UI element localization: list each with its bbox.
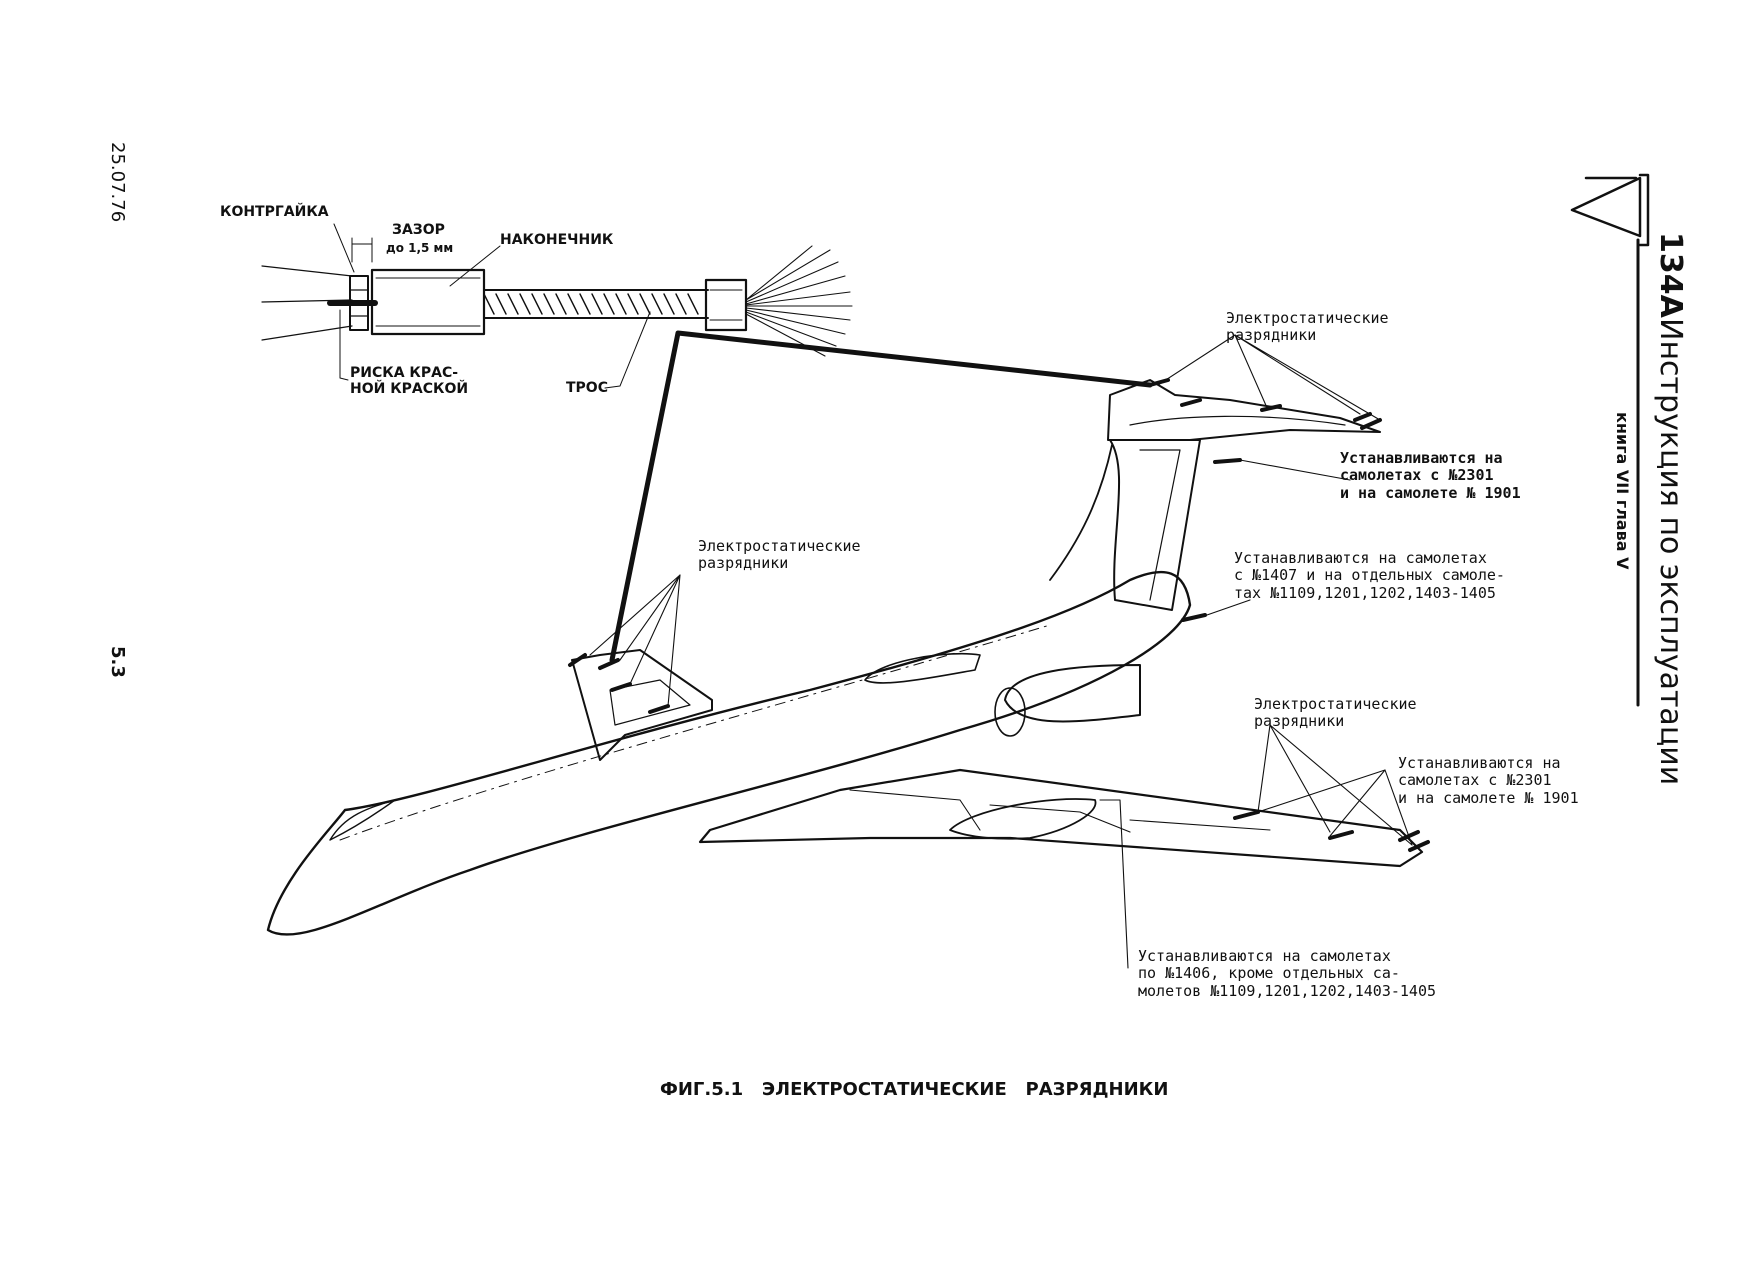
right-wing-dischargers-label: Электростатические разрядники <box>1254 695 1417 731</box>
right-wing-install-note: Устанавливаются на самолетах с №2301 и н… <box>1398 754 1579 807</box>
aircraft-outline <box>266 379 1424 936</box>
tail-dischargers-label: Электростатические разрядники <box>1226 309 1389 345</box>
discharger-stubs <box>568 378 1430 852</box>
page-number: 5.3 <box>107 646 128 678</box>
date: 25.07.76 <box>107 142 128 223</box>
figure-caption: ФИГ.5.1 ЭЛЕКТРОСТАТИЧЕСКИЕ РАЗРЯДНИКИ <box>660 1079 1169 1100</box>
left-wing-dischargers-label: Электростатические разрядники <box>698 537 861 573</box>
bottom-install-note: Устанавливаются на самолетах по №1406, к… <box>1138 947 1437 1000</box>
callout-leaders <box>589 334 1413 969</box>
corner-logo-drawing <box>1570 173 1650 247</box>
doc-code: 134А <box>1653 232 1688 318</box>
gap-value-label: до 1,5 мм <box>386 241 454 255</box>
discharger-detail-drawing <box>261 223 853 389</box>
tip-label: НАКОНЕЧНИК <box>500 232 614 248</box>
fin-install-note: Устанавливаются на самолетах с №1407 и н… <box>1234 549 1505 602</box>
cable-label: ТРОС <box>566 380 608 396</box>
gap-label: ЗАЗОР <box>392 222 445 238</box>
red-mark-label: РИСКА КРАС- НОЙ КРАСКОЙ <box>350 365 469 398</box>
tail-install-note: Устанавливаются на самолетах с №2301 и н… <box>1340 449 1521 502</box>
locknut-label: КОНТРГАЙКА <box>220 204 329 220</box>
doc-title: Инструкция по эксплуатации <box>1653 318 1688 786</box>
book-chapter: книга VII глава V <box>1613 412 1632 570</box>
